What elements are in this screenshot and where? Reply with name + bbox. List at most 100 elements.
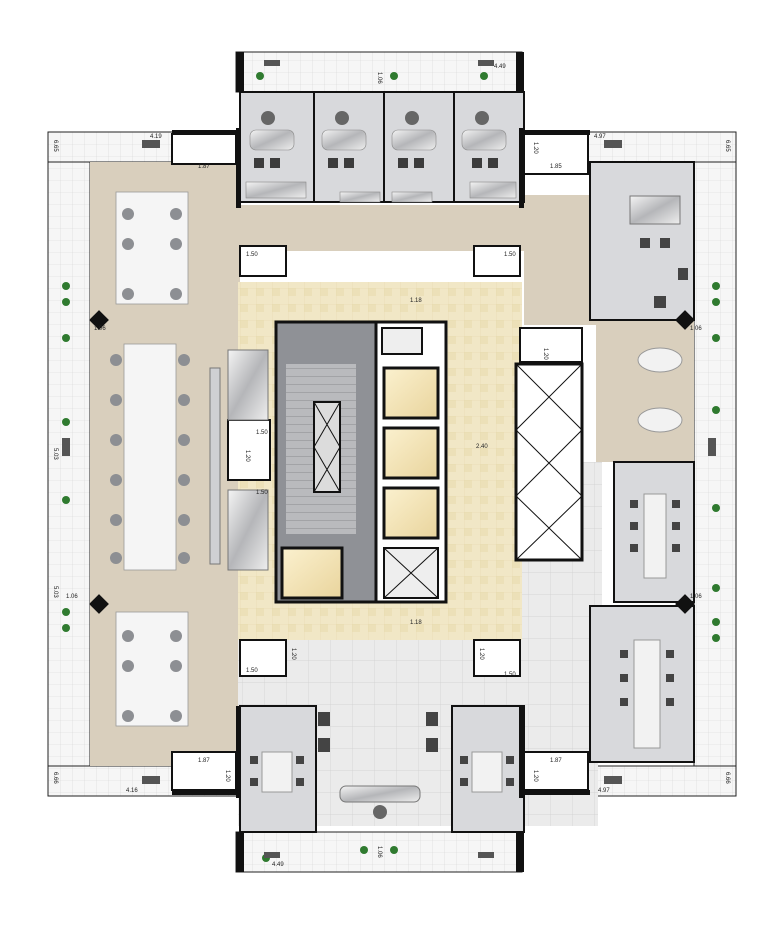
bench-icon [708,438,716,456]
chair-icon [170,208,182,220]
terrace-bottom [235,831,523,873]
chair-icon [170,288,182,300]
restroom-icon [523,751,589,791]
chair-icon [620,698,628,706]
dimension-label: 5.03 [52,586,58,598]
plant-icon [390,72,398,80]
chair-icon [472,158,482,168]
chair-icon [414,158,424,168]
chair-icon [488,158,498,168]
chair-icon [122,208,134,220]
plant-icon [712,504,720,512]
restroom-icon [239,639,287,677]
dimension-label: 1.20 [532,770,538,782]
workstation-row [123,343,177,571]
desk-icon [391,129,437,151]
chair-icon [178,474,190,486]
chair-icon [373,805,387,819]
dimension-label: 1.06 [376,72,382,84]
corridor-top [238,205,524,251]
chair-icon [122,238,134,250]
meeting-table-icon [633,639,661,749]
right-lounge [596,322,694,462]
dimension-label: 1.87 [550,758,562,764]
chair-icon [672,500,680,508]
dimension-label: 1.87 [198,164,210,170]
chair-icon [666,698,674,706]
chair-icon [460,756,468,764]
terraces [47,51,737,873]
plant-icon [62,282,70,290]
plant-icon [712,282,720,290]
chair-icon [170,660,182,672]
reception-desk-icon [339,785,421,803]
chair-icon [672,522,680,530]
plant-icon [62,298,70,306]
cabinet-icon [469,181,517,199]
bench-icon [264,852,280,858]
plant-icon [256,72,264,80]
bench-icon [142,776,160,784]
pantry-counter [209,367,221,565]
chair-icon [620,650,628,658]
dimension-label: 1.20 [532,142,538,154]
shaft-right-large [514,362,584,562]
service-elevator [280,546,344,600]
terrace-right [693,131,737,797]
column-icon [675,310,695,330]
chair-icon [122,630,134,642]
chair-icon [296,778,304,786]
plant-icon [62,624,70,632]
chair-icon [630,544,638,552]
armchair-icon [318,738,330,752]
restrooms [171,133,589,791]
dimension-label: 1.20 [290,648,296,660]
top-offices [239,91,525,203]
plant-icon [390,846,398,854]
chair-icon [110,552,122,564]
desk-icon [461,129,507,151]
structural-walls [172,52,590,872]
terrace-top [235,51,523,93]
dimension-label: 1.50 [504,252,516,258]
dimension-label: 4.49 [494,64,506,70]
chair-icon [660,238,670,248]
chair-icon [170,710,182,722]
plant-icon [360,846,368,854]
chair-icon [475,111,489,125]
meeting-table-icon [261,751,293,793]
chair-icon [506,778,514,786]
dimension-label: 1.87 [198,758,210,764]
dimension-label: 1.20 [542,348,548,360]
dimension-label: 1.18 [410,620,422,626]
chair-icon [328,158,338,168]
desk-icon [249,129,295,151]
chair-icon [630,500,638,508]
chair-icon [178,354,190,366]
chair-icon [620,674,628,682]
meeting-table-icon [643,493,667,579]
dimension-label: 4.97 [594,134,606,140]
chair-icon [405,111,419,125]
chair-icon [110,434,122,446]
chair-icon [460,778,468,786]
dimension-label: 1.20 [478,648,484,660]
elevator-car-1 [382,366,440,420]
dimension-label: 6.66 [724,772,730,784]
meeting-table-icon [471,751,503,793]
dimension-label: 1.50 [256,490,268,496]
dimension-label: 1.20 [244,450,250,462]
chair-icon [654,296,666,308]
chair-icon [178,394,190,406]
chair-icon [250,778,258,786]
chair-icon [110,474,122,486]
chair-icon [110,354,122,366]
chair-icon [250,756,258,764]
lounge-table-icon [637,407,683,433]
chair-icon [110,394,122,406]
bench-icon [604,776,622,784]
dimension-label: 1.06 [690,594,702,600]
armchair-icon [426,738,438,752]
dimension-label: 1.85 [550,164,562,170]
chair-icon [122,710,134,722]
